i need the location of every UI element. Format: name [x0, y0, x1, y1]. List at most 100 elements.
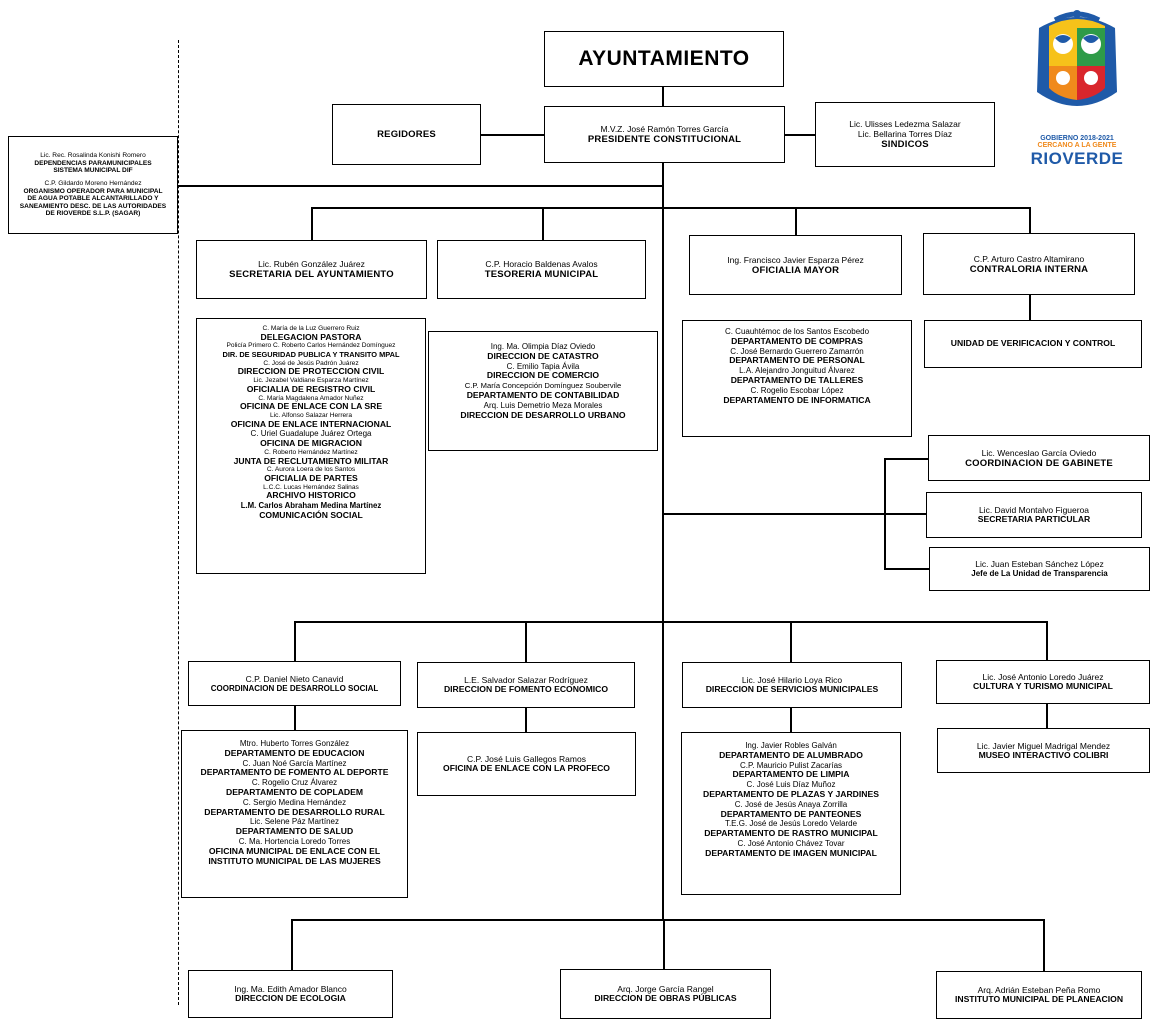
- profeco-title: OFICINA DE ENLACE CON LA PROFECO: [443, 763, 610, 774]
- dept-title: OFICINA DE ENLACE INTERNACIONAL: [230, 418, 392, 429]
- dept-head: C. José Bernardo Guerrero Zamarrón: [730, 346, 864, 356]
- dept-title: DIR. DE SEGURIDAD PUBLICA Y TRANSITO MPA…: [222, 349, 400, 359]
- museo-name: Lic. Javier Miguel Madrigal Mendez: [976, 740, 1111, 751]
- dept-head: C. José de Jesús Anaya Zorrilla: [734, 799, 848, 809]
- dept-title: COMUNICACIÓN SOCIAL: [259, 509, 363, 520]
- sagar-title-1: ORGANISMO OPERADOR PARA MUNICIPAL: [23, 187, 163, 195]
- dept-head: Ing. Ma. Olimpia Díaz Oviedo: [490, 342, 596, 351]
- sindicos-name-1: Lic. Ulisses Ledezma Salazar: [849, 119, 961, 129]
- transparencia-name: Lic. Juan Esteban Sánchez López: [975, 559, 1104, 570]
- dept-head: Policía Primero C. Roberto Carlos Hernán…: [226, 342, 396, 350]
- dept-title: DEPARTAMENTO DE LIMPIA: [732, 769, 850, 780]
- fomento-box: L.E. Salvador Salazar Rodríguez DIRECCIO…: [417, 662, 635, 708]
- dept-title: DEPARTAMENTO DE EDUCACION: [224, 747, 365, 758]
- sindicos-title: SINDICOS: [881, 139, 929, 150]
- tesoreria-name: C.P. Horacio Baldenas Avalos: [485, 259, 598, 269]
- presidente-title: PRESIDENTE CONSTITUCIONAL: [587, 134, 742, 145]
- contraloria-box: C.P. Arturo Castro Altamirano CONTRALORI…: [923, 233, 1135, 295]
- sindicos-box: Lic. Ulisses Ledezma Salazar Lic. Bellar…: [815, 102, 995, 167]
- rioverde-emblem-icon: [1037, 10, 1117, 106]
- dept-head: T.E.G. José de Jesús Loredo Velarde: [724, 819, 858, 829]
- connector-line: [790, 621, 792, 662]
- connector-line: [662, 86, 664, 106]
- ayuntamiento-title: AYUNTAMIENTO: [578, 47, 750, 70]
- social-name: C.P. Daniel Nieto Canavid: [245, 673, 344, 684]
- connector-line: [294, 706, 296, 730]
- connector-line: [525, 621, 527, 662]
- dept-title: DIRECCION DE DESARROLLO URBANO: [460, 409, 626, 420]
- connector-line: [663, 919, 665, 969]
- logo-line-1: GOBIERNO 2018-2021: [1040, 135, 1114, 142]
- dept-title: DEPARTAMENTO DE INFORMATICA: [723, 394, 871, 405]
- connector-line: [662, 163, 664, 920]
- dept-head: L.A. Alejandro Jonguitud Álvarez: [739, 366, 855, 376]
- oficialia-name: Ing. Francisco Javier Esparza Pérez: [727, 254, 864, 265]
- social-departments: Mtro. Huberto Torres González DEPARTAMEN…: [181, 730, 408, 898]
- dept-title: OFICIALIA DE PARTES: [264, 472, 358, 483]
- tesoreria-title: TESORERIA MUNICIPAL: [484, 269, 599, 280]
- fomento-name: L.E. Salvador Salazar Rodríguez: [464, 675, 588, 686]
- connector-line: [884, 513, 926, 515]
- dept-head: C. María Magdalena Amador Nuñez: [258, 394, 364, 402]
- connector-line: [178, 185, 663, 187]
- dept-title: DEPARTAMENTO DE FOMENTO AL DEPORTE: [200, 767, 389, 778]
- connector-line: [790, 708, 792, 732]
- verificacion-title: UNIDAD DE VERIFICACION Y CONTROL: [950, 338, 1116, 349]
- dept-head: Lic. Jezabel Valdiane Esparza Martínez: [253, 377, 369, 385]
- cultura-title: CULTURA Y TURISMO MUNICIPAL: [973, 681, 1113, 692]
- connector-line: [542, 207, 544, 241]
- connector-line: [1046, 704, 1048, 728]
- fomento-title: DIRECCION DE FOMENTO ECONOMICO: [443, 684, 609, 695]
- social-title: COORDINACION DE DESARROLLO SOCIAL: [210, 683, 379, 693]
- servicios-box: Lic. José Hilario Loya Rico DIRECCION DE…: [682, 662, 902, 708]
- oficialia-departments: C. Cuauhtémoc de los Santos Escobedo DEP…: [682, 320, 912, 437]
- dept-head: C. María de la Luz Guerrero Ruiz: [262, 325, 360, 332]
- rioverde-logo: GOBIERNO 2018-2021 CERCANO A LA GENTE RI…: [1025, 8, 1129, 183]
- connector-line: [884, 458, 928, 460]
- presidente-box: M.V.Z. José Ramón Torres García PRESIDEN…: [544, 106, 785, 163]
- paramunicipales-box: Lic. Rec. Rosalinda Konishi Romero DEPEN…: [8, 136, 178, 234]
- dept-head: C. Uriel Guadalupe Juárez Ortega: [250, 429, 372, 439]
- social-box: C.P. Daniel Nieto Canavid COORDINACION D…: [188, 661, 401, 706]
- ecologia-name: Ing. Ma. Edith Amador Blanco: [234, 984, 347, 995]
- dept-title: DIRECCION DE CATASTRO: [487, 350, 599, 361]
- contraloria-name: C.P. Arturo Castro Altamirano: [973, 253, 1085, 264]
- ecologia-title: DIRECCION DE ECOLOGIA: [235, 993, 346, 1004]
- contraloria-title: CONTRALORIA INTERNA: [969, 263, 1089, 275]
- logo-line-2: CERCANO A LA GENTE: [1037, 142, 1117, 149]
- dept-head: Arq. Luis Demetrio Meza Morales: [483, 400, 603, 410]
- dept-head: Lic. Alfonso Salazar Herrera: [269, 411, 353, 419]
- dept-title: OFICINA MUNICIPAL DE ENLACE CON EL: [208, 845, 381, 856]
- dept-title: DEPARTAMENTO DE PERSONAL: [729, 355, 865, 366]
- connector-line: [291, 919, 1044, 921]
- dept-title: DIRECCION DE COMERCIO: [486, 370, 600, 381]
- sagar-title-2: DE AGUA POTABLE ALCANTARILLADO Y: [27, 195, 159, 203]
- regidores-box: REGIDORES: [332, 104, 481, 165]
- servicios-title: DIRECCION DE SERVICIOS MUNICIPALES: [705, 684, 879, 695]
- logo-line-3: RIOVERDE: [1030, 149, 1124, 168]
- dept-title: OFICINA DE MIGRACION: [260, 438, 362, 449]
- secretaria-departments: C. María de la Luz Guerrero Ruiz DELEGAC…: [196, 318, 426, 574]
- connector-line: [311, 207, 313, 241]
- cultura-name: Lic. José Antonio Loredo Juárez: [982, 672, 1104, 683]
- particular-title: SECRETARIA PARTICULAR: [977, 514, 1091, 525]
- museo-title: MUSEO INTERACTIVO COLIBRI: [978, 749, 1109, 760]
- dept-title: DEPARTAMENTO DE COPLADEM: [225, 786, 364, 797]
- obras-name: Arq. Jorge García Rangel: [617, 984, 714, 995]
- transparencia-title: Jefe de La Unidad de Transparencia: [971, 569, 1108, 579]
- planeacion-box: Arq. Adrián Esteban Peña Romo INSTITUTO …: [936, 971, 1142, 1019]
- connector-line: [291, 919, 293, 970]
- dept-head: C. Roberto Hernández Martínez: [264, 448, 358, 456]
- secretaria-name: Lic. Rubén González Juárez: [258, 259, 365, 269]
- dif-title: SISTEMA MUNICIPAL DIF: [53, 167, 133, 175]
- dept-head: C. Rogelio Escobar López: [750, 385, 844, 395]
- dept-head: C. José Luis Díaz Muñoz: [746, 780, 836, 790]
- dept-title: DIRECCION DE PROTECCION CIVIL: [237, 366, 385, 377]
- connector-line: [1029, 294, 1031, 320]
- gabinete-title: COORDINACION DE GABINETE: [965, 457, 1113, 469]
- gabinete-box: Lic. Wenceslao García Oviedo COORDINACIO…: [928, 435, 1150, 481]
- servicios-departments: Ing. Javier Robles Galván DEPARTAMENTO D…: [681, 732, 901, 895]
- connector-line: [1046, 621, 1048, 660]
- dept-title: OFICINA DE ENLACE CON LA SRE: [239, 401, 383, 412]
- dept-title: OFICIALIA DE REGISTRO CIVIL: [246, 383, 376, 394]
